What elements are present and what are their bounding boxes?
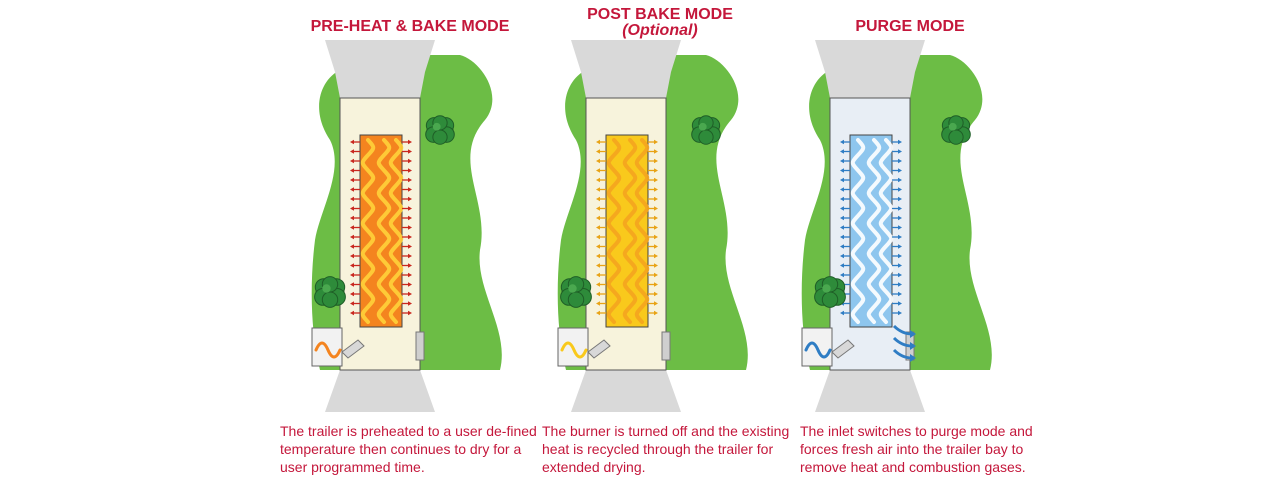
flow-wave [866,138,882,324]
airflow-arrows [596,139,658,316]
mode-title: POST BAKE MODE [587,6,733,23]
flow-wave [376,138,392,324]
exhaust-arrows [892,324,916,362]
pavement-bottom [815,370,925,412]
pavement-bottom [325,370,435,412]
post-bake-diagram [557,40,748,412]
outlet-vent [661,331,671,361]
flow-wave [622,138,638,324]
mode-panel-post-bake: POST BAKE MODE (Optional) The burner is … [530,0,790,485]
mode-description: The inlet switches to purge mode and for… [800,423,1033,475]
inlet-duct [587,339,611,359]
mode-subtitle: (Optional) [622,22,698,39]
flow-wave [360,138,376,324]
tree-icon [560,276,592,308]
tree-icon [941,115,971,145]
tree-icon [814,276,846,308]
pavement-top [571,40,681,98]
airflow-arrows [350,139,412,316]
inlet-flow [560,341,588,359]
flow-wave [606,138,622,324]
mode-description: The trailer is preheated to a user de-fi… [280,423,537,475]
flow-wave [878,138,894,324]
purge-diagram [801,40,992,412]
flow-wave [850,138,866,324]
pavement-top [325,40,435,98]
inlet-flow [804,341,832,359]
tree-icon [691,115,721,145]
flow-wave [634,138,650,324]
mode-panel-purge: PURGE MODE The inlet switches to purge m… [780,0,1040,485]
inlet-flow [314,341,342,359]
mode-title: PURGE MODE [855,18,965,35]
inlet-duct [831,339,855,359]
mode-title: PRE-HEAT & BAKE MODE [310,18,510,35]
preheat-bake-diagram [311,40,502,412]
pavement-top [815,40,925,98]
tree-icon [314,276,346,308]
mode-panel-preheat-bake: PRE-HEAT & BAKE MODE The trailer is preh… [280,0,540,485]
pavement-bottom [571,370,681,412]
flow-wave [388,138,404,324]
tree-icon [425,115,455,145]
airflow-arrows [840,139,902,316]
inlet-duct [341,339,365,359]
mode-description: The burner is turned off and the existin… [542,423,790,475]
outlet-vent [415,331,425,361]
